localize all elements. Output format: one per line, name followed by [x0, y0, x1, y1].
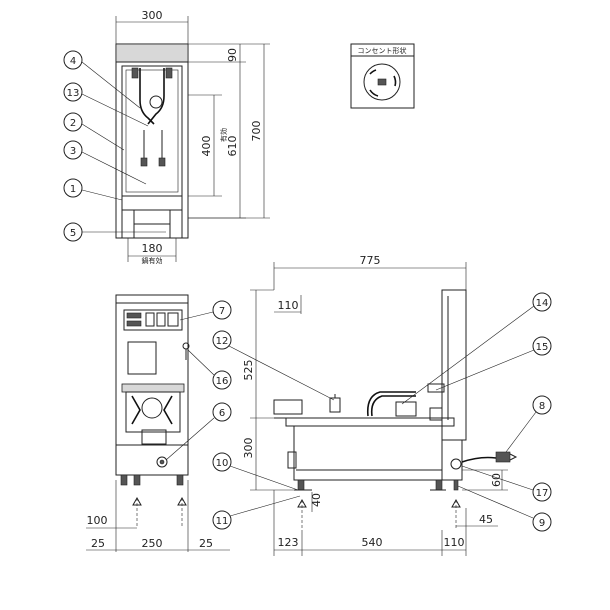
callout-2: 2 [63, 112, 125, 151]
dim-side-width: 775 [360, 254, 381, 267]
svg-text:14: 14 [536, 298, 549, 309]
svg-text:15: 15 [536, 342, 549, 353]
callout-10: 10 [212, 452, 299, 491]
side-view: 775 110 [242, 254, 552, 556]
outlet-shape-box: コンセント形状 [350, 43, 415, 109]
svg-text:8: 8 [539, 401, 545, 412]
svg-text:12: 12 [216, 336, 229, 347]
callout-7: 7 [179, 300, 232, 321]
outlet-title: コンセント形状 [358, 46, 407, 55]
callout-6: 6 [165, 402, 232, 461]
dim-side-right-offset: 45 [479, 513, 493, 526]
callout-13: 13 [63, 82, 149, 127]
callout-9: 9 [457, 485, 552, 532]
dim-side-base-right: 110 [444, 536, 465, 549]
label-effective-bottom: 鍋有効 [142, 256, 163, 265]
dim-side-offset: 110 [278, 299, 299, 312]
svg-text:16: 16 [216, 376, 229, 387]
dim-side-base-mid: 540 [362, 536, 383, 549]
svg-text:3: 3 [70, 146, 76, 157]
svg-text:7: 7 [219, 306, 225, 317]
svg-text:5: 5 [70, 228, 76, 239]
svg-text:13: 13 [67, 88, 80, 99]
svg-text:10: 10 [216, 458, 229, 469]
dim-side-right-small: 60 [490, 473, 503, 487]
svg-text:2: 2 [70, 118, 76, 129]
dim-side-base-left: 123 [278, 536, 299, 549]
top-view: 300 90 400 有効 610 [63, 9, 270, 265]
callout-17: 17 [461, 465, 552, 502]
svg-text:6: 6 [219, 408, 225, 419]
dim-side-height-lower: 300 [242, 438, 255, 459]
svg-text:17: 17 [536, 488, 549, 499]
svg-text:11: 11 [216, 516, 229, 527]
dim-side-leg-offset: 40 [310, 493, 323, 507]
dim-side-height-upper: 525 [242, 360, 255, 381]
label-effective-vertical: 有効 [219, 128, 228, 142]
dim-top-depth-total: 700 [250, 121, 263, 142]
callout-4: 4 [63, 50, 141, 109]
svg-text:4: 4 [70, 56, 76, 67]
svg-text:9: 9 [539, 518, 545, 529]
callout-5: 5 [63, 222, 166, 242]
callout-12: 12 [212, 330, 335, 401]
callout-15: 15 [435, 336, 552, 391]
dim-front-width: 250 [142, 537, 163, 550]
callout-11: 11 [212, 495, 301, 530]
dim-front-offset-left: 100 [87, 514, 108, 527]
dim-top-bottom-width: 180 [142, 242, 163, 255]
callout-3: 3 [63, 140, 147, 185]
callout-16: 16 [187, 349, 232, 390]
dim-front-margin-right: 25 [199, 537, 213, 550]
svg-text:1: 1 [70, 184, 76, 195]
dim-top-width: 300 [142, 9, 163, 22]
dim-top-depth-upper: 90 [226, 48, 239, 62]
callout-8: 8 [505, 395, 552, 453]
callout-14: 14 [401, 292, 552, 405]
dim-top-depth-inner: 400 [200, 136, 213, 157]
dim-front-margin-left: 25 [91, 537, 105, 550]
callout-1: 1 [63, 178, 123, 201]
dim-top-depth-effective: 610 [226, 136, 239, 157]
front-view: 100 25 250 25 7 12 16 6 10 [86, 294, 335, 552]
